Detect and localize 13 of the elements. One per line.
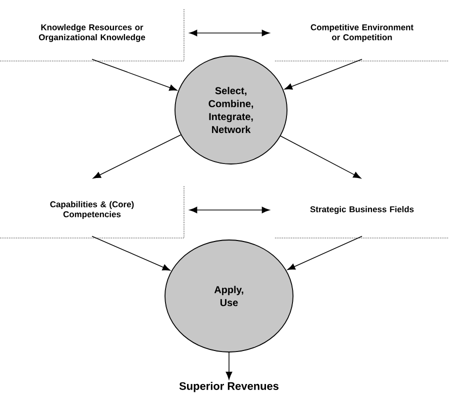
- arrow: [280, 136, 361, 178]
- arrow: [189, 30, 270, 36]
- text-box: Strategic Business Fields: [274, 206, 449, 238]
- arrow: [287, 236, 362, 270]
- text-box: Capabilities & (Core) Competencies: [0, 186, 184, 238]
- text-box: Knowledge Resources or Organizational Knowledge: [0, 8, 184, 62]
- arrow: [284, 58, 362, 90]
- arrow: [93, 134, 182, 178]
- arrow: [92, 58, 178, 91]
- arrow: [226, 352, 232, 380]
- arrow: [189, 206, 270, 214]
- outcome-label: Superior Revenues: [179, 382, 278, 392]
- arrow: [92, 236, 170, 271]
